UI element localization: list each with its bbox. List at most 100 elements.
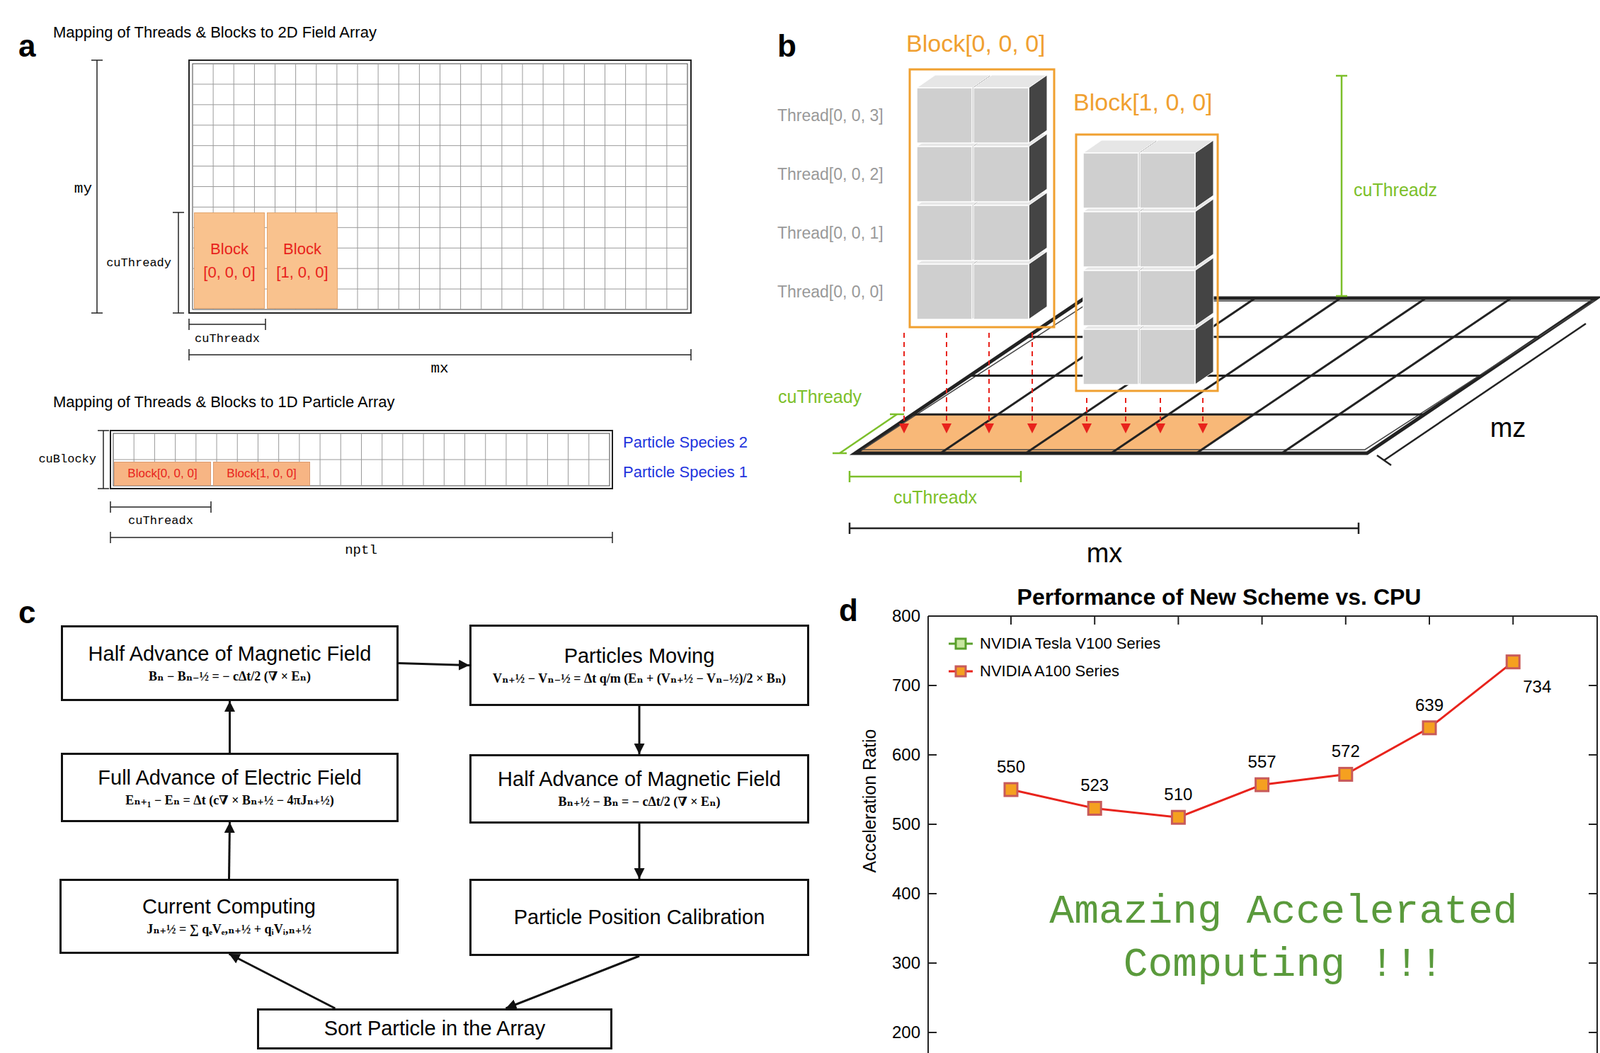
axis-tick: [928, 753, 937, 756]
dimension-bracket: [110, 506, 211, 508]
bracket-end: [210, 501, 212, 513]
panel-letter: c: [18, 594, 36, 631]
dimension-label: my: [74, 180, 93, 198]
equation: Bₙ₊½ − Bₙ = − cΔt/2 (∇ × Eₙ): [558, 794, 721, 810]
cube-front: [916, 205, 973, 261]
bracket-end: [97, 487, 110, 490]
cube-front: [1083, 329, 1139, 385]
bracket-end: [832, 452, 847, 455]
panel-title: Mapping of Threads & Blocks to 1D Partic…: [53, 392, 396, 411]
dimension-label: nptl: [344, 543, 378, 559]
series-marker: [1423, 721, 1436, 735]
grid-line: [192, 186, 688, 187]
cube-front: [973, 146, 1029, 202]
panel-title: Mapping of Threads & Blocks to 2D Field …: [53, 23, 377, 42]
dimension-bracket: [839, 414, 897, 454]
particle-array-grid: [113, 433, 610, 486]
process-box: Current ComputingJₙ₊½ = ∑ qₑVₑ,ₙ₊½ + qᵢV…: [59, 878, 399, 954]
axis-tick: [1588, 684, 1598, 687]
data-label: 510: [1163, 784, 1193, 805]
axis-tick: [928, 615, 937, 617]
axis-line: [1596, 615, 1598, 1053]
thread-block: Block [0, 0, 0]: [193, 212, 265, 309]
legend-text: NVIDIA Tesla V100 Series: [979, 634, 1161, 653]
dimension-bracket: [189, 353, 691, 356]
dimension-bracket: [110, 536, 613, 539]
node-heading: Sort Particle in the Array: [324, 1016, 546, 1040]
axis-tick: [928, 684, 937, 687]
block-label: Block[0, 0, 0]: [906, 29, 1046, 58]
flow-arrow: [228, 700, 231, 753]
thread-mapping-arrow: [945, 332, 948, 434]
thread-label: Thread[0, 0, 0]: [777, 282, 884, 301]
cube-side: [1195, 257, 1214, 326]
node-heading: Block [1, 0, 0]: [274, 237, 330, 284]
thread-block: Block[1, 0, 0]: [213, 461, 311, 486]
thread-label: Thread[0, 0, 1]: [777, 223, 884, 243]
axis-tick: [1010, 615, 1012, 625]
flow-arrow: [505, 955, 640, 1009]
data-label: 557: [1248, 751, 1277, 772]
dimension-bracket: [849, 475, 1021, 478]
cube-side: [1195, 140, 1214, 209]
cube-front: [1139, 270, 1196, 326]
axis-tick: [1588, 823, 1598, 825]
axis-tick: [1588, 962, 1598, 964]
dimension-bracket: [96, 60, 98, 313]
cube-side: [1195, 316, 1214, 385]
tick-label: 600: [892, 744, 921, 765]
grid-line: [505, 433, 507, 486]
dimension-label: mz: [1490, 412, 1527, 444]
cube-front: [1139, 152, 1196, 209]
grid-line: [192, 124, 688, 126]
bracket-end: [1020, 470, 1023, 483]
bracket-end: [1335, 295, 1348, 298]
grid-line: [464, 433, 466, 486]
grid-line: [340, 433, 342, 486]
data-label: 523: [1080, 775, 1109, 796]
process-box: Sort Particle in the Array: [256, 1008, 613, 1050]
panel-letter: b: [777, 28, 797, 65]
series-marker: [1255, 778, 1269, 791]
equation: Eₙ₊₁ − Eₙ = Δt (c∇ × Bₙ₊½ − 4πJₙ₊½): [125, 792, 335, 809]
dimension-bracket: [177, 212, 180, 313]
species-label: Particle Species 1: [623, 463, 748, 481]
data-label: 639: [1415, 695, 1444, 716]
cube-side: [1028, 75, 1048, 144]
cube-side: [1028, 133, 1048, 202]
axis-tick: [1177, 615, 1179, 625]
thread-mapping-arrow: [1086, 397, 1088, 434]
tick-label: 700: [892, 675, 921, 696]
dimension-bracket: [1340, 75, 1344, 296]
cube-front: [973, 264, 1029, 320]
thread-mapping-arrow: [1124, 397, 1127, 434]
dimension-label: cuThready: [106, 256, 172, 271]
thread-label: Thread[0, 0, 3]: [777, 106, 884, 125]
series-marker: [1088, 801, 1101, 815]
grid-line: [192, 104, 688, 105]
node-heading: Block[0, 0, 0]: [127, 466, 197, 481]
dimension-bracket: [189, 323, 266, 325]
species-label: Particle Species 2: [623, 433, 748, 451]
thread-block: Block [1, 0, 0]: [266, 212, 338, 309]
axis-tick: [1512, 615, 1514, 625]
field-array-grid: [192, 63, 688, 310]
flow-arrow: [229, 953, 336, 1009]
cube-front: [916, 146, 973, 202]
dimension-label: cuThreadx: [128, 513, 194, 529]
grid-line: [192, 83, 688, 85]
cube-front: [1083, 270, 1139, 326]
equation: Bₙ − Bₙ₋½ = − cΔt/2 (∇ × Eₙ): [148, 669, 311, 685]
node-heading: Block [0, 0, 0]: [201, 237, 257, 284]
bracket-end: [109, 501, 112, 513]
thread-mapping-arrow: [988, 332, 990, 434]
bracket-end: [264, 318, 267, 330]
panel-letter: d: [838, 592, 859, 629]
bracket-end: [889, 413, 905, 416]
grid-line: [526, 433, 528, 486]
axis-tick: [1588, 615, 1598, 617]
field-array-frame: [189, 60, 691, 313]
tick-label: 400: [892, 883, 921, 904]
axis-tick: [1588, 1031, 1598, 1033]
